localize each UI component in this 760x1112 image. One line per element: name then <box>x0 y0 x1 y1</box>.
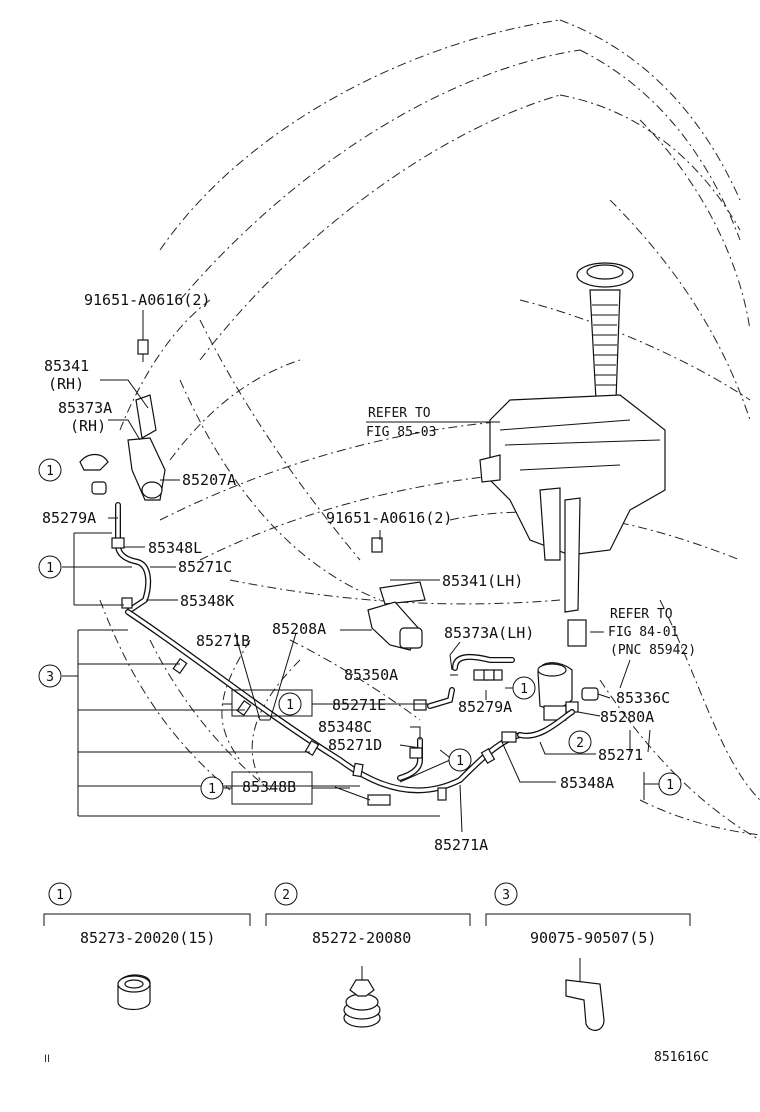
part-label: 85271E <box>332 696 386 714</box>
callout-3-text: 3 <box>46 670 54 685</box>
part-label: 85373A(LH) <box>444 624 534 642</box>
part-label: 85350A <box>344 666 398 684</box>
callout-3-marker <box>38 664 62 688</box>
callout-markers: 1 1 3 1 1 1 1 2 1 <box>38 458 682 800</box>
legend-1-part: 85273-20020(15) <box>80 929 215 947</box>
part-label: (RH) <box>70 417 106 435</box>
part-labels: 91651-A0616(2) 85341 (RH) 85373A (RH) 85… <box>42 291 670 854</box>
reference-notes: REFER TO FIG 85-03 REFER TO FIG 84-01 (P… <box>366 406 696 658</box>
hose-clip-90075-icon <box>565 958 605 1031</box>
legend-3-marker <box>494 882 518 906</box>
part-label: 85271D <box>328 736 382 754</box>
part-label: 85271C <box>178 558 232 576</box>
headlamp-washer-nozzle-lh <box>367 537 426 651</box>
callout-2-text: 2 <box>576 736 584 751</box>
callout-1-marker <box>38 555 62 579</box>
part-label: 85341(LH) <box>442 572 523 590</box>
reference-note: FIG 85-03 <box>366 425 436 440</box>
part-label: 85348L <box>148 539 202 557</box>
callout-1-text: 1 <box>208 782 216 797</box>
reference-note: REFER TO <box>368 406 431 421</box>
legend-1-marker <box>48 882 72 906</box>
callout-1-marker <box>38 458 62 482</box>
part-label: 85336C <box>616 689 670 707</box>
reference-note: REFER TO <box>610 607 673 622</box>
callout-2-marker <box>568 730 592 754</box>
reference-note: (PNC 85942) <box>610 643 696 658</box>
washer-pump <box>537 619 599 721</box>
callout-1-marker <box>278 692 302 716</box>
clip-legend: 1 85273-20020(15) 2 85272-20080 3 90075-… <box>43 882 691 1031</box>
hose-clamp-85272-icon <box>343 966 381 1028</box>
figure-code: 851616C <box>654 1050 709 1065</box>
callout-1-marker <box>512 676 536 700</box>
legend-1-number: 1 <box>56 888 64 903</box>
reference-note: FIG 84-01 <box>608 625 678 640</box>
part-label: 85207A <box>182 471 236 489</box>
part-label: 85271A <box>434 836 488 854</box>
callout-1-text: 1 <box>46 464 54 479</box>
callout-1-text: 1 <box>46 561 54 576</box>
callout-1-marker <box>448 748 472 772</box>
part-label: 85208A <box>272 620 326 638</box>
part-label: 85279A <box>458 698 512 716</box>
callout-1-marker <box>200 776 224 800</box>
callout-1-text: 1 <box>520 682 528 697</box>
part-label: 85373A <box>58 399 112 417</box>
legend-2-number: 2 <box>282 888 290 903</box>
legend-2-part: 85272-20080 <box>312 929 411 947</box>
part-label: 85279A <box>42 509 96 527</box>
washer-hoses <box>111 502 575 806</box>
callout-1-text: 1 <box>286 698 294 713</box>
legend-3-part: 90075-90507(5) <box>530 929 656 947</box>
callout-1-text: 1 <box>666 778 674 793</box>
callout-1-text: 1 <box>456 754 464 769</box>
callout-1-marker <box>658 772 682 796</box>
part-label: 85271B <box>196 632 250 650</box>
part-label: 85271 <box>598 746 643 764</box>
part-label: 91651-A0616(2) <box>84 291 210 309</box>
clip-85273-icon <box>117 974 151 1011</box>
part-label: 85348C <box>318 718 372 736</box>
part-label: (RH) <box>48 375 84 393</box>
legend-2-marker <box>274 882 298 906</box>
legend-3-number: 3 <box>502 888 510 903</box>
part-label: 85280A <box>600 708 654 726</box>
headlamp-washer-nozzle-rh <box>79 339 166 501</box>
part-label: 85348K <box>180 592 234 610</box>
part-label: 85341 <box>44 357 89 375</box>
corner-mark: II <box>44 1053 50 1065</box>
washer-tank <box>479 262 666 613</box>
part-label: 85348A <box>560 774 614 792</box>
part-label: 91651-A0616(2) <box>326 509 452 527</box>
part-label: 85348B <box>242 778 296 796</box>
